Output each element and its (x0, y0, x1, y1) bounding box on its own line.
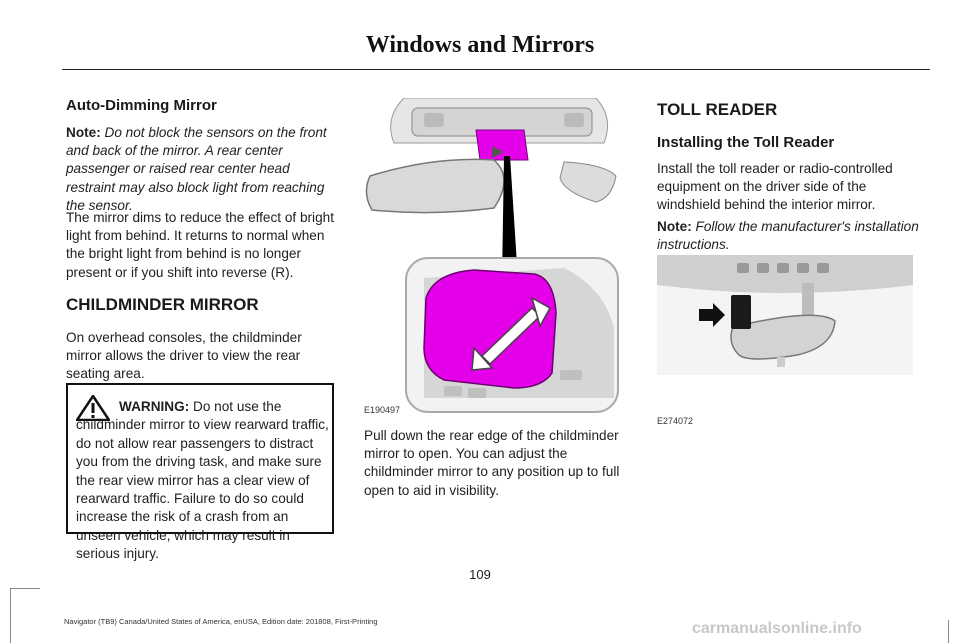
childminder-heading: CHILDMINDER MIRROR (66, 295, 259, 314)
install-description: Install the toll reader or radio-control… (657, 161, 893, 213)
toll-reader-heading: TOLL READER (657, 100, 778, 119)
installing-toll-reader-heading: Installing the Toll Reader (657, 134, 835, 151)
warning-text: Do not use the childminder mirror to vie… (76, 399, 329, 562)
header-divider (62, 69, 930, 70)
auto-dimming-heading: Auto-Dimming Mirror (66, 97, 217, 114)
crop-mark-right (948, 620, 949, 643)
auto-dim-note: Note: Do not block the sensors on the fr… (66, 124, 338, 215)
toll-note-text: Follow the manufacturer's installation i… (657, 219, 919, 253)
toll-note: Note: Follow the manufacturer's installa… (657, 218, 929, 254)
childminder-description: On overhead consoles, the childminder mi… (66, 330, 302, 382)
crop-mark-left (10, 588, 11, 643)
auto-dim-description: The mirror dims to reduce the effect of … (66, 210, 334, 280)
childminder-caption: Pull down the rear edge of the childmind… (364, 428, 620, 498)
toll-reader-figure (657, 255, 913, 375)
page-number: 109 (469, 567, 491, 582)
page-title: Windows and Mirrors (365, 32, 595, 58)
note-label: Note: (66, 125, 101, 140)
edition-footer: Navigator (TB9) Canada/United States of … (64, 617, 378, 626)
warning-label: WARNING: (119, 399, 190, 414)
warning-triangle-icon (76, 395, 110, 421)
watermark: carmanualsonline.info (692, 620, 862, 637)
toll-note-label: Note: (657, 219, 692, 234)
warning-box: WARNING: Do not use the childminder mirr… (66, 383, 334, 561)
warning-text-block: WARNING: Do not use the childminder mirr… (76, 398, 334, 564)
childminder-mirror-figure (365, 98, 619, 413)
figure-code-e190497: E190497 (364, 405, 401, 415)
figure-code-e274072: E274072 (657, 416, 694, 426)
crop-mark-left-horizontal (10, 588, 40, 589)
note-text: Do not block the sensors on the front an… (66, 125, 327, 213)
